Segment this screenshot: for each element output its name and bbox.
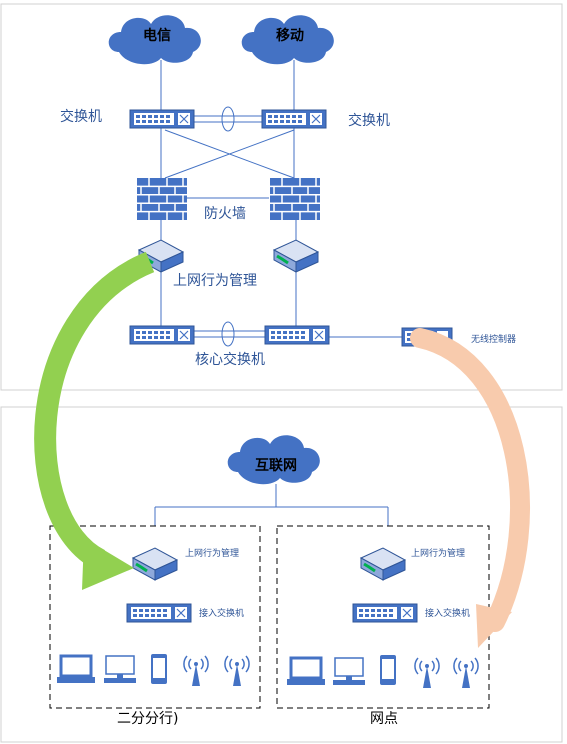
outlet-access-switch-icon: [352, 603, 418, 623]
green-arrow: [34, 251, 155, 590]
bottom-links: [154, 484, 389, 526]
core-switch-right-icon: [264, 325, 330, 345]
branch-behavior-mgmt-label: 上网行为管理: [185, 547, 239, 559]
cloud-telecom-label: 电信: [143, 27, 171, 44]
firewall-right-icon: [269, 177, 321, 221]
branch-laptop-icon: [55, 654, 97, 685]
top-links: [160, 60, 402, 347]
firewall-left-icon: [136, 177, 188, 221]
peach-arrow: [410, 328, 530, 648]
wireless-controller-label: 无线控制器: [471, 333, 516, 345]
cloud-internet-label: 互联网: [255, 458, 297, 474]
branch-phone-icon: [151, 654, 167, 684]
switch-right-label: 交换机: [348, 112, 390, 129]
cloud-mobile: 移动: [241, 15, 334, 65]
switch-left-label: 交换机: [60, 108, 102, 125]
outlet-access-switch-label: 接入交换机: [425, 607, 470, 619]
switch-right-icon: [261, 109, 327, 129]
outlet-caption: 网点: [370, 711, 398, 727]
branch-group: [49, 525, 261, 709]
outlet-laptop-icon: [285, 656, 327, 687]
outlet-behavior-mgmt-label: 上网行为管理: [411, 547, 465, 559]
outlet-phone-icon: [380, 655, 396, 685]
cloud-internet: 互联网: [227, 435, 320, 485]
branch-desktop-icon: [103, 655, 137, 684]
branch-caption: 二分分行): [117, 711, 178, 727]
branch-access-switch-icon: [126, 603, 192, 623]
branch-access-switch-label: 接入交换机: [199, 607, 244, 619]
cloud-mobile-label: 移动: [276, 27, 304, 44]
switch-left-icon: [129, 109, 195, 129]
behavior-mgmt-label: 上网行为管理: [173, 273, 257, 289]
outlet-desktop-icon: [332, 657, 366, 686]
core-switch-label: 核心交换机: [195, 351, 265, 368]
firewall-label: 防火墙: [204, 206, 246, 222]
cloud-telecom: 电信: [108, 15, 201, 65]
core-switch-left-icon: [129, 325, 195, 345]
